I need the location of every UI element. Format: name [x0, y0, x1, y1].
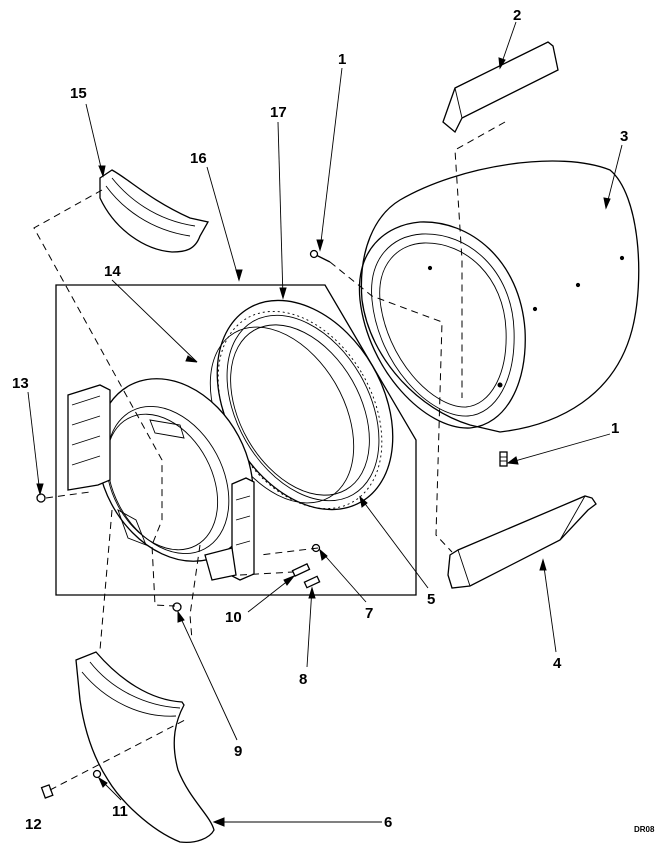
- assembly-guide-lines: [33, 121, 506, 791]
- callout-7: 7: [365, 605, 373, 622]
- leader-lines: [27, 21, 623, 827]
- callout-16: 16: [190, 150, 207, 167]
- callout-12: 12: [25, 816, 42, 833]
- callout-labels: 1 2 3 1 4 5 6 7 8 9 10 11 12 13 14 15 16…: [12, 7, 655, 834]
- callout-10: 10: [225, 609, 242, 626]
- callout-15: 15: [70, 85, 87, 102]
- callout-1-lower: 1: [611, 420, 619, 437]
- bottom-support-part: [447, 495, 597, 589]
- figure-code: DR08: [634, 825, 655, 834]
- screw-part-11: [92, 769, 102, 779]
- callout-11: 11: [112, 803, 128, 820]
- callout-13: 13: [12, 375, 29, 392]
- latch-bracket-part: [204, 477, 255, 581]
- pin-part-8: [303, 575, 321, 589]
- screw-part-12: [40, 784, 54, 799]
- nut-part-9: [172, 602, 182, 612]
- bottom-duct-part: [75, 651, 215, 844]
- callout-2: 2: [513, 7, 521, 24]
- top-bracket-part: [442, 41, 559, 134]
- screw-part-lower: [499, 451, 508, 467]
- drum-part: [358, 160, 640, 433]
- pin-part-10: [291, 563, 311, 577]
- screw-part-upper: [309, 249, 331, 263]
- callout-5: 5: [427, 591, 435, 608]
- left-hinge-part: [67, 384, 111, 491]
- callout-4: 4: [553, 655, 562, 672]
- front-panel-box: [55, 284, 417, 596]
- callout-9: 9: [234, 743, 242, 760]
- upper-arc-bracket-part: [99, 169, 210, 253]
- door-gasket-part: [209, 299, 394, 511]
- callout-3: 3: [620, 128, 628, 145]
- callout-8: 8: [299, 671, 307, 688]
- screw-part-13: [36, 493, 46, 503]
- door-frame-part: [96, 378, 254, 562]
- callout-17: 17: [270, 104, 287, 121]
- callout-14: 14: [104, 263, 121, 280]
- callout-6: 6: [384, 814, 392, 831]
- callout-1-upper: 1: [338, 51, 346, 68]
